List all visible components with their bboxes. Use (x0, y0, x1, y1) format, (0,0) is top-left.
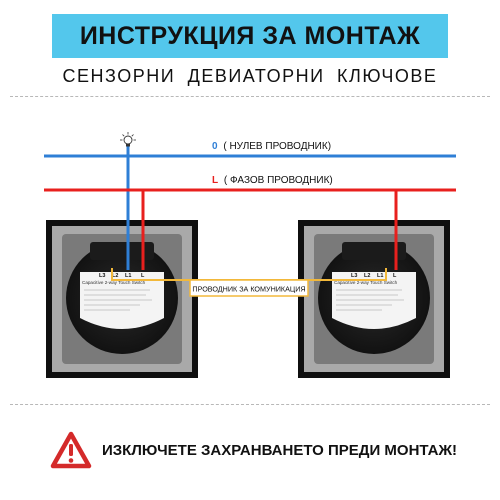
warning-text: ИЗКЛЮЧЕТЕ ЗАХРАНВАНЕТО ПРЕДИ МОНТАЖ! (102, 441, 457, 459)
switch-left-label-sticker (80, 272, 164, 329)
bottom-divider (10, 404, 490, 405)
switch-left-terminal-block (90, 242, 154, 260)
phase-label: ( ФАЗОВ ПРОВОДНИК) (224, 175, 333, 186)
page-subtitle: СЕНЗОРНИ ДЕВИАТОРНИ КЛЮЧОВЕ (62, 66, 438, 86)
communication-label-box (189, 279, 309, 297)
switch-right-label-sticker (332, 272, 416, 329)
switch-left-terminal-l1: L1 (125, 273, 131, 279)
switch-left: Capacitive 2-way Touch Switch L3 L2 L1 L (46, 220, 198, 378)
switch-right-terminal-block (342, 242, 406, 260)
switch-right-product-label: Capacitive 2-way Touch Switch (334, 280, 398, 285)
switch-left-terminal-l3: L3 (99, 273, 105, 279)
neutral-label: ( НУЛЕВ ПРОВОДНИК) (223, 141, 331, 152)
switch-left-product-label: Capacitive 2-way Touch Switch (82, 280, 146, 285)
top-divider (10, 96, 490, 97)
switch-right: Capacitive 2-way Touch Switch L3 L2 L1 L (298, 220, 450, 378)
page-title: ИНСТРУКЦИЯ ЗА МОНТАЖ (79, 21, 421, 50)
communication-wire-label: ПРОВОДНИК ЗА КОМУНИКАЦИЯ (192, 285, 305, 294)
switch-right-terminal-l1: L1 (377, 273, 383, 279)
title-banner: ИНСТРУКЦИЯ ЗА МОНТАЖ (52, 14, 448, 58)
switch-left-terminal-l: L (141, 273, 145, 279)
switch-right-terminal-l2: L2 (364, 273, 370, 279)
switch-left-terminal-l2: L2 (112, 273, 118, 279)
neutral-letter: 0 (212, 141, 218, 152)
switch-right-terminal-l3: L3 (351, 273, 357, 279)
switch-right-terminal-l: L (393, 273, 397, 279)
svg-text:L ( ФАЗОВ ПРОВОДНИК): L ( ФАЗОВ ПРОВОДНИК) (212, 175, 333, 186)
light-bulb-icon (120, 132, 136, 147)
phase-letter: L (212, 175, 218, 186)
warning-triangle-icon (50, 431, 92, 469)
svg-text:0 ( НУЛЕВ ПРОВОДНИК): 0 ( НУЛЕВ ПРОВОДНИК) (212, 141, 331, 152)
warning-notice: ИЗКЛЮЧЕТЕ ЗАХРАНВАНЕТО ПРЕДИ МОНТАЖ! (50, 428, 457, 472)
